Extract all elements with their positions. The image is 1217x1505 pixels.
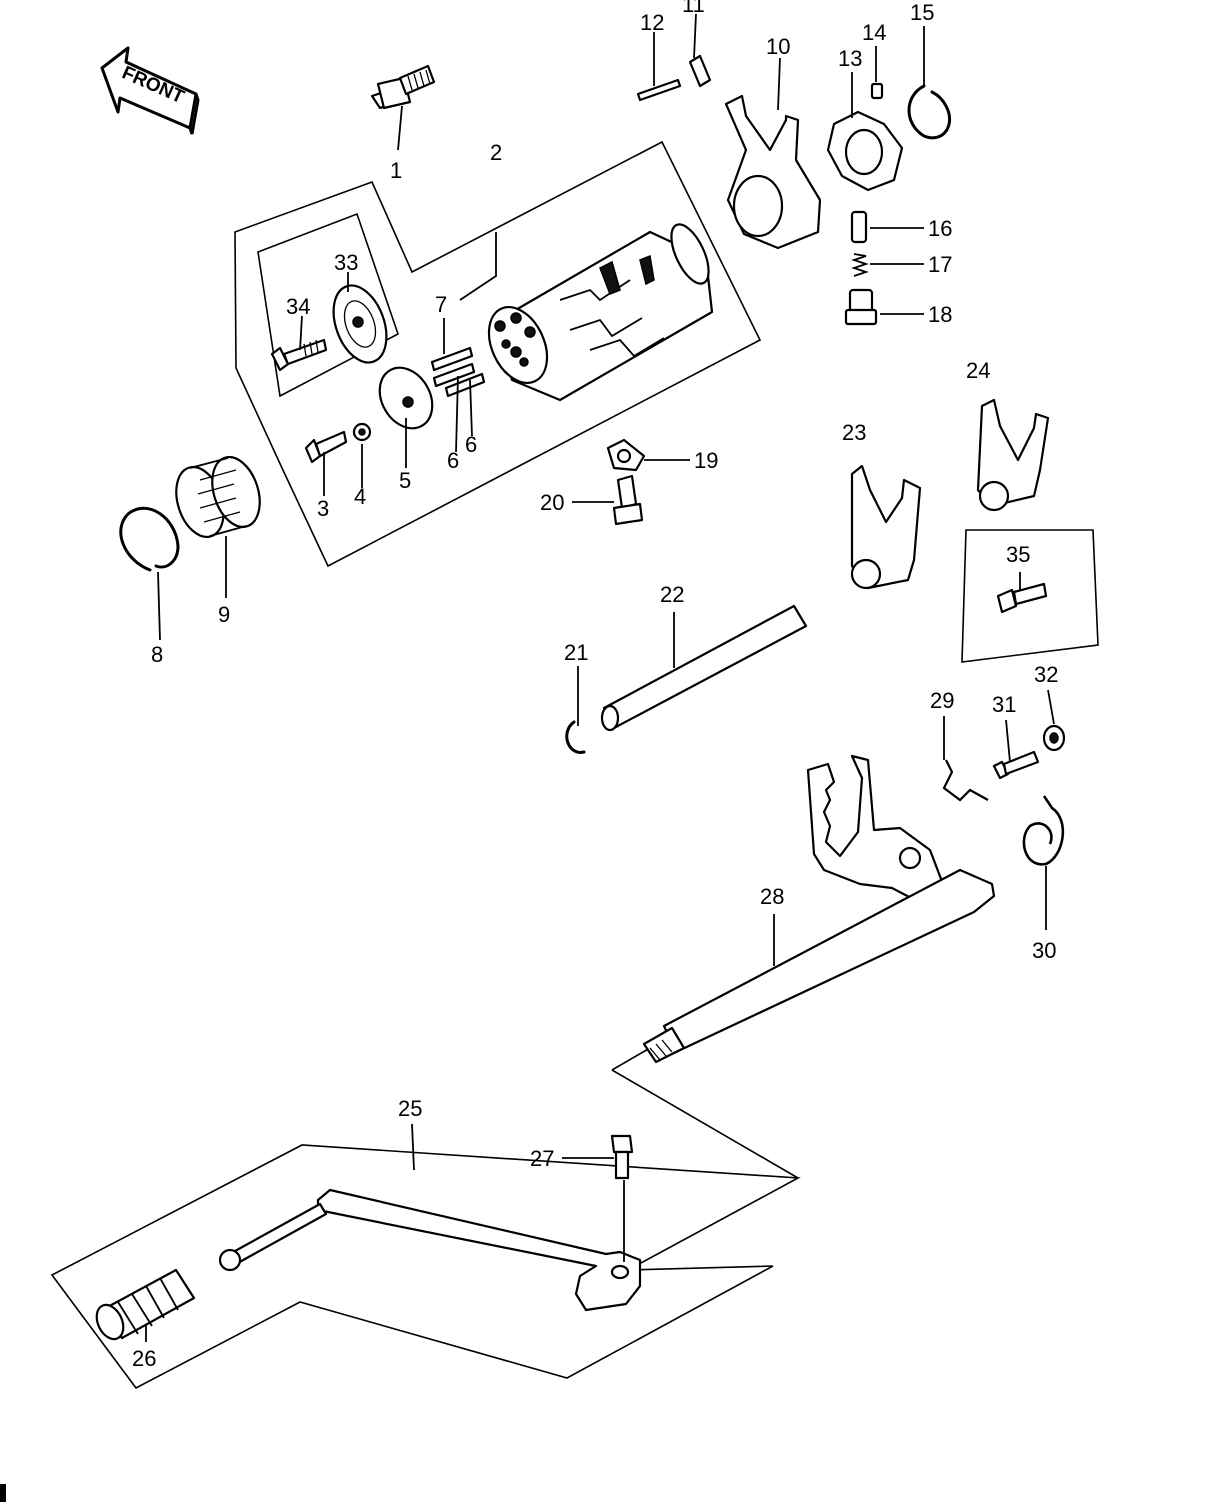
callout-22: 22 [660, 582, 684, 607]
callout-32: 32 [1034, 662, 1058, 687]
assembly-box-35 [961, 529, 1099, 663]
pin-part-16 [850, 210, 868, 244]
assembly-box-28 [611, 1047, 799, 1179]
callout-13: 13 [838, 46, 862, 71]
callout-20: 20 [540, 490, 564, 515]
circlip-part-8 [119, 506, 180, 572]
spring-part-30 [1022, 795, 1065, 866]
pedal-rubber-part-26 [95, 1268, 196, 1341]
shift-pedal-part-25 [218, 1188, 642, 1312]
callout-18: 18 [928, 302, 952, 327]
callout-31: 31 [992, 692, 1016, 717]
callout-21: 21 [564, 640, 588, 665]
callout-5: 5 [399, 468, 411, 493]
callout-34: 34 [286, 294, 310, 319]
callout-30: 30 [1032, 938, 1056, 963]
nut-part-32 [1042, 724, 1066, 752]
shift-shaft-part-28 [642, 754, 996, 1064]
assembly-box-2 [234, 140, 762, 568]
plug-part-18 [844, 288, 878, 326]
callout-10: 10 [766, 34, 790, 59]
bolt-part-27 [610, 1134, 634, 1180]
leader-lines [145, 13, 1055, 1342]
callout-14: 14 [862, 20, 886, 45]
callout-1: 1 [390, 158, 402, 183]
callout-19: 19 [694, 448, 718, 473]
callout-4: 4 [354, 484, 366, 509]
callout-15: 15 [910, 0, 934, 25]
callout-11: 11 [682, 0, 705, 17]
callout-23: 23 [842, 420, 866, 445]
scan-mark [0, 1484, 6, 1502]
spring-part-17 [851, 253, 869, 277]
cam-plate-part-13 [826, 110, 904, 192]
bolt-part-20 [612, 474, 644, 526]
callout-3: 3 [317, 496, 329, 521]
stopper-part-19 [606, 438, 646, 472]
drum-screw-part [270, 338, 328, 372]
drum-plate-part-5 [378, 366, 434, 430]
callout-25: 25 [398, 1096, 422, 1121]
callout-28: 28 [760, 884, 784, 909]
callout-35: 35 [1006, 542, 1030, 567]
callout-6b: 6 [465, 432, 477, 457]
callout-24: 24 [966, 358, 990, 383]
circlip-part-21 [565, 720, 586, 754]
circlip-part-15 [907, 84, 952, 140]
needle-bearing-part-9 [175, 455, 261, 539]
shift-fork-part-10 [724, 94, 822, 250]
callout-2: 2 [490, 140, 502, 165]
callout-26: 26 [132, 1346, 156, 1371]
assembly-box-33 [257, 212, 399, 398]
callout-12: 12 [640, 10, 664, 35]
shift-fork-part-24 [976, 398, 1050, 512]
pin-part-14 [870, 82, 884, 100]
shaft-part-22 [600, 604, 808, 732]
lockwasher-part-4 [352, 422, 372, 442]
front-arrow-icon: FRONT [100, 46, 200, 135]
shift-drum-part [459, 223, 714, 402]
screw-part-3 [304, 430, 348, 464]
spring-part-29 [942, 759, 989, 802]
assembly-box-25 [50, 1144, 801, 1390]
callout-29: 29 [930, 688, 954, 713]
callout-9: 9 [218, 602, 230, 627]
callout-8: 8 [151, 642, 163, 667]
drum-pins-part [430, 346, 486, 398]
callout-27: 27 [530, 1146, 554, 1171]
callout-6a: 6 [447, 448, 459, 473]
drum-bearing-plate-part [332, 284, 388, 364]
callout-17: 17 [928, 252, 952, 277]
pin-part-11 [688, 54, 712, 88]
cotter-pin-part-12 [636, 78, 682, 102]
callout-33: 33 [334, 250, 358, 275]
callout-labels: 1 2 3 4 5 6 6 7 8 9 10 11 12 13 14 15 16… [132, 0, 1058, 1371]
shift-fork-part-23 [850, 464, 922, 590]
pin-part-35 [996, 582, 1048, 614]
neutral-switch-part [370, 64, 436, 151]
callout-7: 7 [435, 292, 447, 317]
bolt-part-31 [992, 750, 1040, 780]
callout-16: 16 [928, 216, 952, 241]
